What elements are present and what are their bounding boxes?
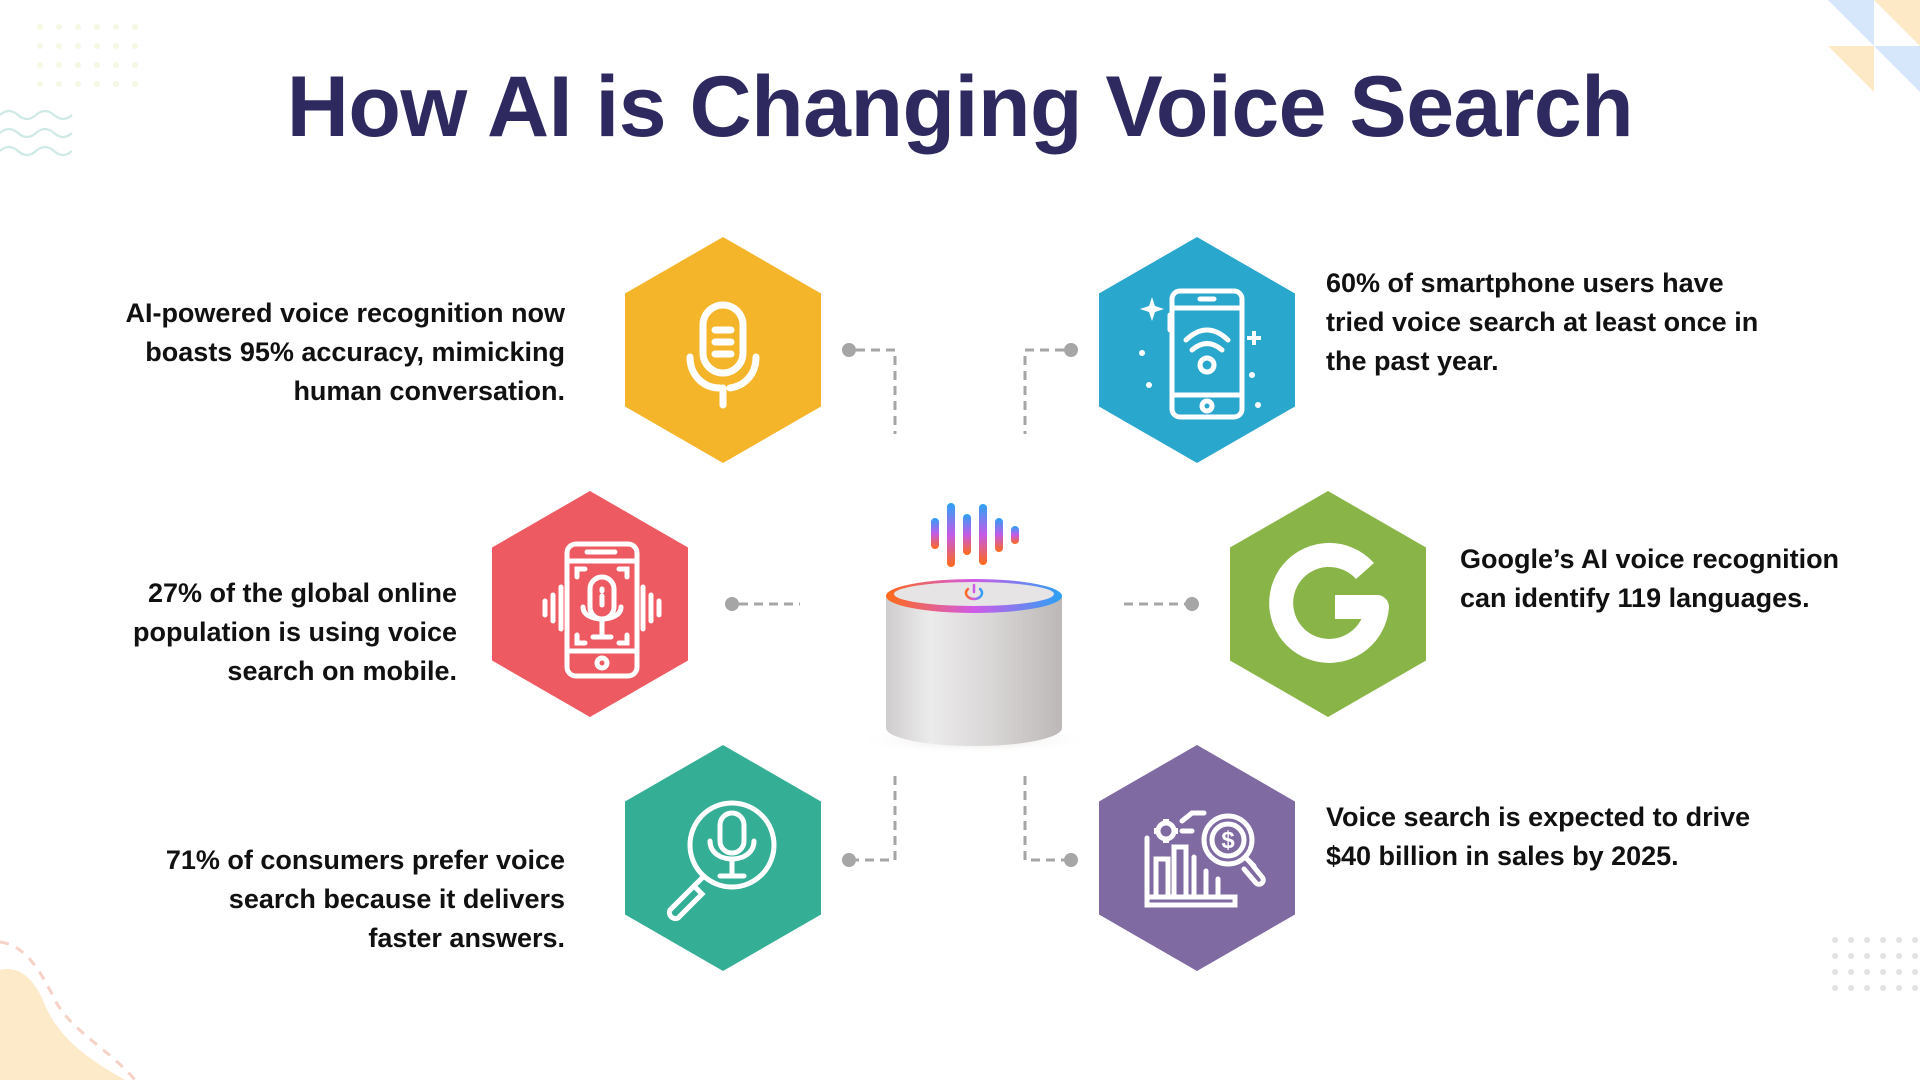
hex-languages: [1230, 491, 1426, 717]
decorative-dot-grid-top-left: [37, 24, 138, 87]
stat-line: population is using voice: [132, 617, 457, 647]
stat-line: boasts 95% accuracy, mimicking: [145, 337, 565, 367]
hex-accuracy: [625, 237, 821, 463]
stat-line: AI-powered voice recognition now: [125, 298, 565, 328]
connector-accuracy: [842, 343, 897, 434]
decorative-triangles-top-right: [1828, 0, 1920, 92]
decorative-blob-bottom-left: [0, 940, 137, 1080]
decorative-waves-top-left: [0, 109, 73, 157]
connector-consumers-prefer: [842, 776, 897, 867]
connector-smartphone-users: [1023, 343, 1078, 434]
stat-line: Voice search is expected to drive: [1326, 802, 1751, 832]
stat-sales-text: Voice search is expected to drive $40 bi…: [1326, 798, 1750, 876]
hex-global-population: [492, 491, 688, 717]
smartphone-wifi-icon: [1139, 288, 1261, 420]
sales-analytics-icon: $: [1144, 810, 1266, 908]
stat-line: search because it delivers: [228, 884, 565, 914]
connector-global-population: [725, 597, 800, 611]
connector-languages: [1124, 597, 1199, 611]
decorative-dot-grid-bottom-right: [1832, 937, 1918, 991]
stat-accuracy-text: AI-powered voice recognition now boasts …: [125, 294, 565, 411]
svg-text:$: $: [1221, 827, 1235, 854]
stat-line: tried voice search at least once in: [1326, 307, 1759, 337]
stat-line: $40 billion in sales by 2025.: [1326, 841, 1679, 871]
stat-line: can identify 119 languages.: [1460, 583, 1810, 613]
stat-line: the past year.: [1326, 346, 1499, 376]
stat-global-population-text: 27% of the global online population is u…: [133, 574, 457, 691]
page-title: How AI is Changing Voice Search: [286, 59, 1634, 155]
stat-line: 71% of consumers prefer voice: [165, 845, 565, 875]
stat-line: Google’s AI voice recognition: [1460, 544, 1840, 574]
smart-speaker-icon: [855, 503, 1095, 754]
google-g-icon: [1269, 542, 1389, 663]
power-icon: [964, 583, 984, 601]
soundwave-icon: [931, 503, 1019, 567]
stat-consumers-prefer-text: 71% of consumers prefer voice search bec…: [166, 841, 565, 958]
stat-line: faster answers.: [368, 923, 565, 953]
stat-line: 60% of smartphone users have: [1326, 268, 1724, 298]
stat-line: human conversation.: [293, 376, 565, 406]
microphone-icon: [686, 301, 760, 409]
stat-smartphone-users-text: 60% of smartphone users have tried voice…: [1326, 264, 1758, 381]
hex-consumers-prefer: [625, 745, 821, 971]
phone-voice-recognition-icon: [542, 541, 662, 679]
connector-sales: [1023, 776, 1078, 867]
hex-sales: $: [1099, 745, 1295, 971]
stat-languages-text: Google’s AI voice recognition can identi…: [1460, 540, 1839, 618]
hex-smartphone-users: [1099, 237, 1295, 463]
voice-search-magnifier-icon: [666, 800, 777, 922]
stat-line: search on mobile.: [227, 656, 457, 686]
stat-line: 27% of the global online: [147, 578, 457, 608]
